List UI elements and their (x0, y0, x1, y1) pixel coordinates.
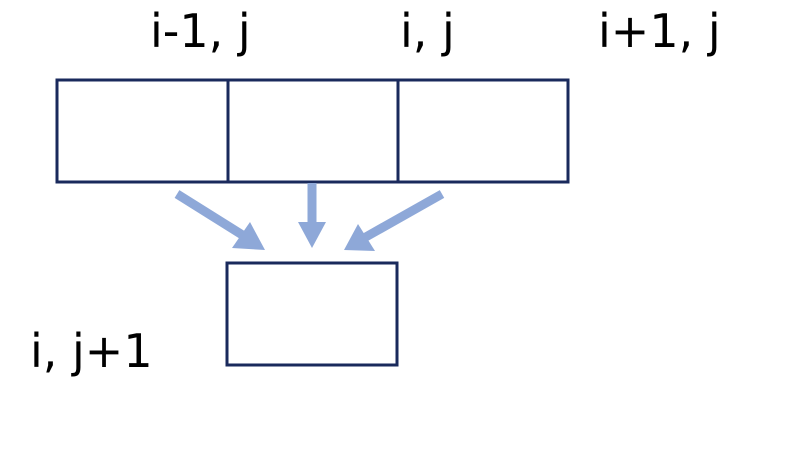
cell-i-j-plus-1 (225, 261, 399, 367)
label-i-plus-1-j: i+1, j (598, 4, 721, 58)
cell-i-j (226, 78, 400, 184)
cell-i-minus-1-j (55, 78, 230, 184)
arrow-right-to-result (344, 190, 445, 251)
label-i-j: i, j (400, 4, 455, 58)
arrow-left-to-result (174, 190, 265, 250)
label-i-j-plus-1: i, j+1 (30, 324, 153, 378)
label-i-minus-1-j: i-1, j (150, 4, 251, 58)
arrow-center-to-result (298, 183, 326, 248)
cell-i-plus-1-j (396, 78, 570, 184)
